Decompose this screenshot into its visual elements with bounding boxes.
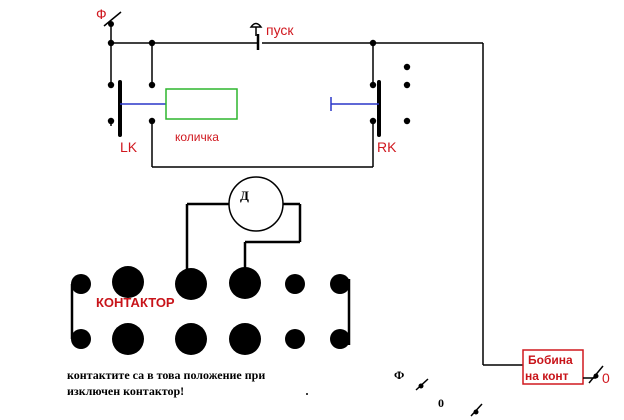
contact-terminal bbox=[71, 274, 91, 294]
lk-contact-node bbox=[148, 81, 156, 89]
rk-aux-node bbox=[403, 63, 411, 71]
note-line1: контактите са в това положение при bbox=[67, 368, 265, 382]
contact-terminal bbox=[285, 329, 305, 349]
contactor-coil-box bbox=[522, 349, 584, 385]
rk-aux-node bbox=[403, 117, 411, 125]
start-button-cap-icon bbox=[249, 22, 263, 28]
contact-terminal bbox=[229, 267, 261, 299]
lk-contact-node bbox=[107, 81, 115, 89]
trolley-label: количка bbox=[175, 130, 219, 144]
phase-label-top: Ф bbox=[96, 6, 107, 22]
contactor-label: КОНТАКТОР bbox=[96, 295, 175, 310]
trolley-box bbox=[165, 88, 238, 120]
limit-switch-left: LK bbox=[107, 43, 156, 167]
motor-label: Д bbox=[240, 188, 249, 203]
limit-switch-left-label: LK bbox=[120, 139, 138, 155]
terminal-dot-top bbox=[108, 21, 114, 27]
note-line2: изключен контактор! bbox=[67, 384, 184, 398]
stray-mark bbox=[306, 393, 308, 395]
contact-terminal bbox=[285, 274, 305, 294]
phase-terminal-slash-top bbox=[103, 11, 122, 27]
start-button-label: пуск bbox=[266, 22, 294, 38]
motor-circle bbox=[228, 176, 284, 232]
phase-terminal-dot-bottom bbox=[418, 383, 424, 389]
phase-label-bottom: Ф bbox=[394, 368, 404, 382]
contactor-contacts bbox=[70, 266, 351, 355]
coil-neutral-label: 0 bbox=[602, 370, 610, 386]
coil-label-line2: на конт bbox=[525, 369, 569, 383]
contact-terminal bbox=[112, 323, 144, 355]
neutral-label-bottom: 0 bbox=[438, 396, 444, 410]
phase-terminal-top: Ф bbox=[96, 6, 122, 43]
contact-terminal bbox=[330, 329, 350, 349]
contact-terminal bbox=[229, 323, 261, 355]
start-button: пуск bbox=[249, 22, 294, 50]
contact-terminal bbox=[175, 268, 207, 300]
coil-neutral-dot bbox=[593, 373, 599, 379]
contactor-coil: Бобина на конт 0 bbox=[522, 349, 610, 386]
contact-terminal bbox=[71, 329, 91, 349]
limit-switch-right-label: RK bbox=[377, 139, 397, 155]
rk-contact-node bbox=[369, 81, 377, 89]
trolley: количка bbox=[120, 88, 238, 144]
neutral-terminal-bottom: 0 bbox=[438, 396, 483, 417]
contact-terminal bbox=[175, 323, 207, 355]
limit-switch-right: RK bbox=[330, 43, 411, 167]
phase-terminal-bottom: Ф bbox=[394, 368, 429, 391]
contact-terminal bbox=[330, 274, 350, 294]
contact-terminal bbox=[112, 266, 144, 298]
coil-label-line1: Бобина bbox=[528, 353, 573, 367]
rk-aux-node bbox=[403, 81, 411, 89]
neutral-terminal-dot-bottom bbox=[473, 409, 479, 415]
